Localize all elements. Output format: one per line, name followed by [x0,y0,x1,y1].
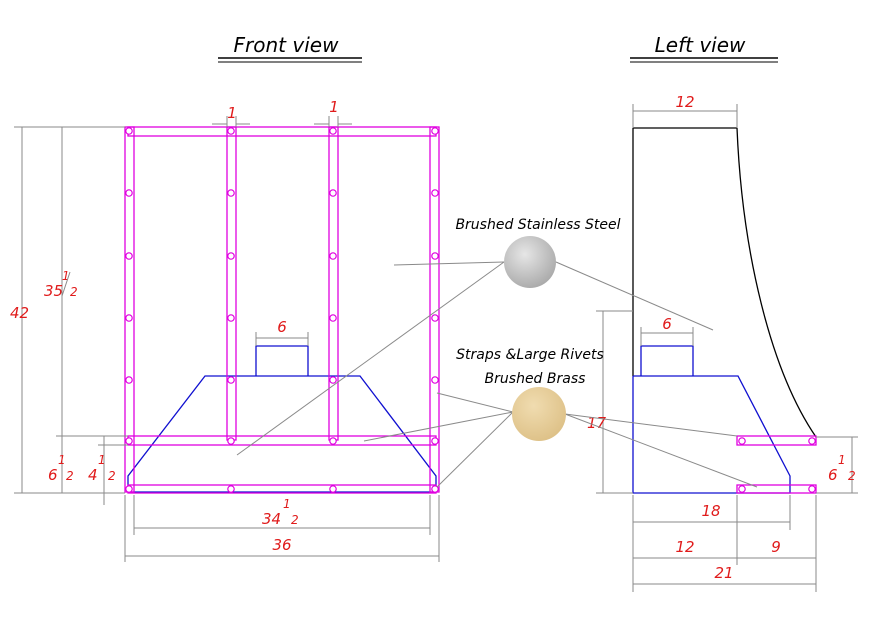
front-dim-inner-whole: 4 [88,466,98,484]
left-dim-top: 12 [632,93,738,128]
front-dim-chimney-value: 6 [277,318,287,336]
front-dim-width-value: 36 [272,536,291,554]
left-dim-eighteen-value: 18 [701,502,720,520]
front-dim-inner-width-num: 1 [283,497,291,511]
left-dim-chimney: 6 [640,315,694,346]
front-dim-inner-width-den: 2 [291,513,299,527]
front-view: 1 1 42 35 1 2 6 1 [10,98,440,562]
front-dim-inner-num: 1 [98,453,106,467]
left-dim-top-value: 12 [675,93,694,111]
left-dim-twentyone: 21 [633,564,816,585]
brass-swatch [512,387,566,441]
front-dim-left-num: 1 [58,453,66,467]
left-dim-seventeen: 17 [587,310,633,494]
left-view: 12 6 17 6 1 2 18 [587,93,858,592]
front-rivets [125,127,439,493]
front-dim-upper: 35 1 2 [44,127,128,437]
front-dim-height: 42 [10,126,125,494]
left-view-title-group: Left view [630,33,778,63]
front-dim-strap-b-value: 1 [329,98,339,116]
front-dim-upper-den: 2 [70,285,78,299]
left-dim-twelve-nine: 12 9 [633,495,817,592]
steel-callout: Brushed Stainless Steel [236,217,714,456]
left-dim-twentyone-value: 21 [714,564,733,582]
front-straps [124,126,440,494]
front-view-title-group: Front view [218,33,362,63]
left-dim-right-num: 1 [838,453,846,467]
front-dim-chimney: 6 [255,318,309,346]
front-view-title: Front view [234,33,340,57]
front-dim-height-value: 42 [10,304,29,322]
front-dim-upper-whole: 35 [44,282,63,300]
brass-callout: Straps &Large Rivets Brushed Brass [363,347,758,488]
front-dim-inner-width-whole: 34 [262,510,281,528]
front-dim-left-six: 6 1 2 [48,436,74,493]
brass-label-line1: Straps &Large Rivets [456,347,604,363]
front-hood-body [127,345,437,493]
front-dim-strap-a-value: 1 [227,104,237,122]
steel-label: Brushed Stainless Steel [455,217,620,233]
left-hood-body [632,127,817,494]
left-dim-right-den: 2 [848,469,856,483]
front-dim-width: 36 [124,495,440,562]
front-dim-inner-den: 2 [108,469,116,483]
front-dim-strap-b: 1 [314,98,352,127]
front-dim-inner-width: 34 1 2 [133,495,431,535]
left-view-title: Left view [655,33,746,57]
left-dim-nine-value: 9 [771,538,781,556]
steel-swatch [504,236,556,288]
front-dim-inner-four: 4 1 2 [88,436,128,505]
front-dim-strap-a: 1 [212,104,250,127]
left-dim-right-six: 6 1 2 [816,436,858,494]
left-straps [736,435,817,494]
left-dim-right-whole: 6 [828,466,838,484]
left-dim-chimney-value: 6 [662,315,672,333]
front-dim-left-den: 2 [66,469,74,483]
front-dim-left-whole: 6 [48,466,58,484]
brass-label-line2: Brushed Brass [485,371,586,387]
front-dim-upper-num: 1 [62,269,70,283]
left-dim-eighteen: 18 [632,495,791,592]
left-dim-twelve-value: 12 [675,538,694,556]
